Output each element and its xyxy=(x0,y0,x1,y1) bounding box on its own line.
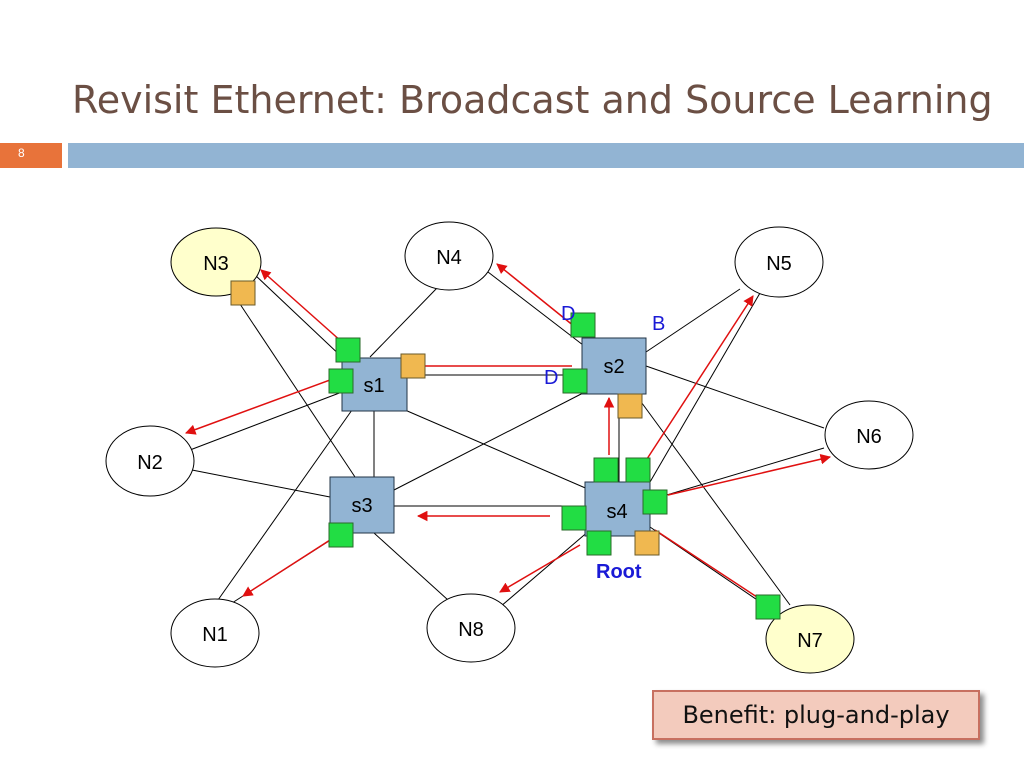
port-s4-left xyxy=(561,505,587,531)
port-n7 xyxy=(755,594,781,620)
switch-s4 xyxy=(584,481,651,537)
root-label: Root xyxy=(596,561,642,583)
port-s1-top xyxy=(335,337,361,363)
node-n4-label: N4 xyxy=(436,247,462,269)
link-n3-s3 xyxy=(231,291,358,481)
end-nodes xyxy=(105,221,914,674)
link-s3-s2 xyxy=(393,391,586,491)
link-s2-n6 xyxy=(645,365,825,429)
port-s4-right xyxy=(642,489,668,515)
port-s2-left xyxy=(562,368,588,394)
link-s2-n5 xyxy=(645,288,741,353)
arrow-s3-to-n1 xyxy=(242,539,331,597)
port-s1-left xyxy=(328,368,354,394)
link-s2-n7 xyxy=(635,394,791,606)
node-n4 xyxy=(404,221,494,291)
blocked-ports xyxy=(230,280,660,556)
port-s2-top xyxy=(570,312,596,338)
link-n4-s1 xyxy=(369,287,438,358)
link-s3-n8 xyxy=(373,532,449,601)
node-n1-label: N1 xyxy=(202,624,228,646)
links xyxy=(189,271,825,613)
node-n3 xyxy=(170,227,262,297)
node-n8-label: N8 xyxy=(458,619,484,641)
port-s3-bottom xyxy=(328,522,354,548)
arrow-s4-to-n7 xyxy=(654,529,764,602)
arrow-s4-to-n4 xyxy=(496,263,586,336)
link-n2-s3 xyxy=(191,469,331,498)
arrow-s4-to-n6 xyxy=(667,454,832,496)
port-s1-right-blocked xyxy=(400,353,426,379)
broadcast-arrows xyxy=(185,263,832,602)
node-n7-label: N7 xyxy=(797,630,823,652)
node-n5-label: N5 xyxy=(766,253,792,275)
link-n3-s1 xyxy=(253,273,346,361)
node-n6 xyxy=(824,400,914,470)
link-s4-n5 xyxy=(649,292,761,483)
node-n8 xyxy=(426,593,516,663)
slide-title: Revisit Ethernet: Broadcast and Source L… xyxy=(72,78,993,122)
node-n5 xyxy=(734,226,824,298)
port-label-d-left: D xyxy=(544,367,558,389)
switch-s2-label: s2 xyxy=(603,356,624,378)
link-s1-s4 xyxy=(404,409,591,491)
node-n3-label: N3 xyxy=(203,253,229,275)
node-n1 xyxy=(170,598,260,668)
port-label-b-top: B xyxy=(652,313,665,335)
node-n2 xyxy=(105,425,195,497)
port-s4-bottom-blocked xyxy=(634,530,660,556)
switch-s1-label: s1 xyxy=(363,375,384,397)
slide-number-box xyxy=(0,143,62,168)
benefit-callout: Benefit: plug-and-play xyxy=(652,690,980,740)
port-n3-blocked xyxy=(230,280,256,306)
switch-s4-label: s4 xyxy=(606,501,627,523)
port-s4-top-left xyxy=(593,457,619,483)
port-s2-bottom-blocked xyxy=(617,393,643,419)
port-s4-top-right xyxy=(625,457,651,483)
arrow-s1-to-n2 xyxy=(185,379,331,435)
node-n2-label: N2 xyxy=(137,452,163,474)
slide-number: 8 xyxy=(18,146,25,160)
switch-s2 xyxy=(581,337,647,395)
arrow-s1-to-n3 xyxy=(260,269,343,343)
link-n2-s1 xyxy=(189,391,343,451)
link-s4-n8 xyxy=(499,529,591,608)
link-n4-s2 xyxy=(487,271,584,346)
arrow-s4-to-n8 xyxy=(499,544,581,593)
title-accent-bar xyxy=(68,143,1024,168)
link-s4-n6 xyxy=(649,447,825,501)
node-n6-label: N6 xyxy=(856,426,882,448)
switches xyxy=(329,337,651,537)
port-label-d-top: D xyxy=(561,303,575,325)
switch-s3-label: s3 xyxy=(351,495,372,517)
port-s4-bottom xyxy=(586,530,612,556)
link-n1-s1 xyxy=(217,409,353,601)
forwarding-ports xyxy=(328,312,781,620)
node-n7 xyxy=(765,604,855,674)
arrow-s4-to-n5 xyxy=(644,295,754,463)
